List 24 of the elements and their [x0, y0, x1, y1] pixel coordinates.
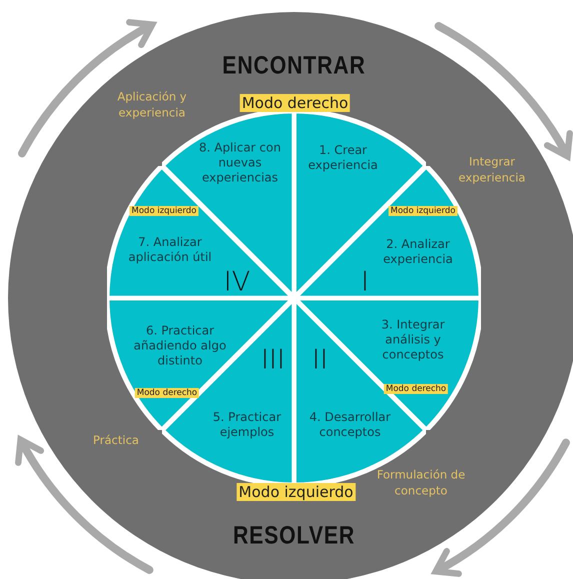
- mode-tag: Modo izquierdo: [236, 483, 356, 501]
- stage-label: Práctica: [92, 433, 140, 449]
- section-heading: RESOLVER: [232, 522, 356, 550]
- section-heading: ENCONTRAR: [222, 52, 366, 80]
- stage-label: Integrar experiencia: [458, 154, 526, 186]
- step-text: 8. Aplicar con nuevas experiencias: [198, 140, 282, 186]
- mode-tag: Modo derecho: [240, 94, 350, 112]
- step-text: 1. Crear experiencia: [307, 143, 379, 173]
- mode-tag: Modo izquierdo: [130, 206, 198, 216]
- quadrant-numeral: II: [312, 344, 328, 376]
- step-text: 7. Analizar aplicación útil: [127, 234, 213, 265]
- quadrant-numeral: I: [361, 266, 369, 298]
- quadrant-numeral: IV: [224, 266, 250, 298]
- step-text: 6. Practicar añadiendo algo distinto: [132, 324, 228, 368]
- step-text: 5. Practicar ejemplos: [212, 410, 282, 440]
- mode-tag: Modo izquierdo: [388, 206, 458, 216]
- step-text: 2. Analizar experiencia: [382, 236, 454, 267]
- mode-tag: Modo derecho: [134, 388, 200, 398]
- mode-tag: Modo derecho: [384, 384, 448, 394]
- stage-label: Aplicación y experiencia: [116, 89, 188, 121]
- step-text: 3. Integrar análisis y conceptos: [380, 318, 446, 362]
- stage-label: Formulación de concepto: [376, 467, 466, 499]
- step-text: 4. Desarrollar conceptos: [308, 410, 392, 440]
- quadrant-numeral: III: [261, 344, 285, 376]
